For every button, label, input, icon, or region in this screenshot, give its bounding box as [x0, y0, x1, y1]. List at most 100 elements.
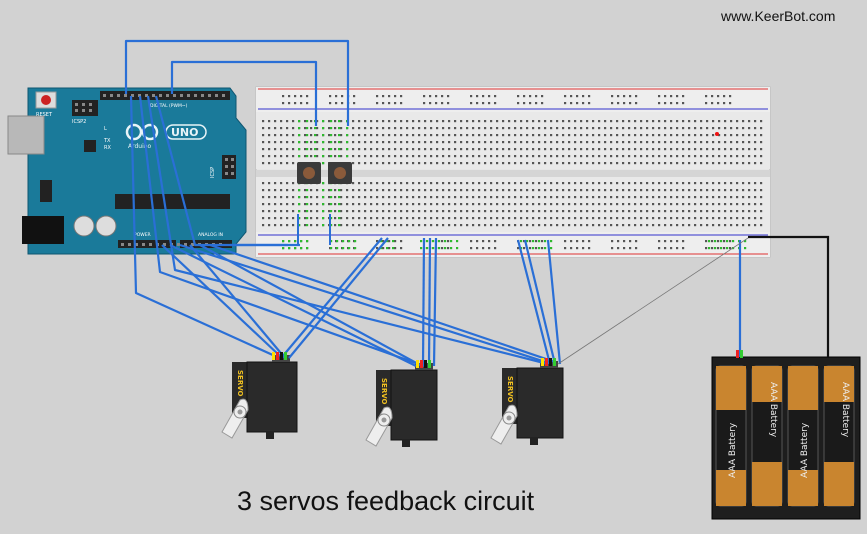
- breadboard-hole: [628, 203, 631, 206]
- breadboard-hole: [406, 155, 409, 158]
- breadboard-hole: [322, 127, 325, 130]
- breadboard-hole: [720, 240, 723, 243]
- breadboard-hole: [535, 102, 538, 105]
- breadboard-hole: [268, 162, 271, 165]
- breadboard-hole: [694, 134, 697, 137]
- breadboard-hole: [330, 120, 333, 123]
- breadboard-hole: [700, 224, 703, 227]
- wire-bb4: [427, 237, 432, 367]
- breadboard-hole: [742, 196, 745, 199]
- breadboard-hole: [484, 155, 487, 158]
- breadboard-hole: [426, 247, 429, 250]
- breadboard-hole: [508, 196, 511, 199]
- breadboard-hole: [760, 155, 763, 158]
- breadboard-hole: [442, 162, 445, 165]
- breadboard-hole: [598, 141, 601, 144]
- reset-label: RESET: [36, 112, 53, 118]
- breadboard-hole: [335, 95, 338, 98]
- breadboard-hole: [535, 247, 538, 250]
- breadboard-hole: [556, 141, 559, 144]
- breadboard-hole: [646, 189, 649, 192]
- breadboard-hole: [346, 155, 349, 158]
- breadboard-hole: [328, 141, 331, 144]
- pushbutton-1: [297, 162, 321, 184]
- breadboard-hole: [706, 224, 709, 227]
- servo-label: SERVO: [380, 378, 388, 405]
- breadboard-hole: [535, 95, 538, 98]
- breadboard-hole: [570, 102, 573, 105]
- breadboard-hole: [262, 217, 265, 220]
- breadboard-hole: [712, 217, 715, 220]
- breadboard-hole: [574, 127, 577, 130]
- breadboard-hole: [526, 240, 529, 243]
- breadboard-hole: [706, 162, 709, 165]
- breadboard-hole: [520, 210, 523, 213]
- breadboard-hole: [352, 148, 355, 151]
- breadboard-hole: [430, 203, 433, 206]
- breadboard-hole: [294, 102, 297, 105]
- breadboard-hole: [292, 148, 295, 151]
- breadboard-hole: [448, 196, 451, 199]
- breadboard-hole: [688, 162, 691, 165]
- breadboard-hole: [592, 217, 595, 220]
- breadboard-hole: [330, 155, 333, 158]
- breadboard-hole: [748, 182, 751, 185]
- breadboard-hole: [742, 217, 745, 220]
- breadboard-hole: [754, 182, 757, 185]
- header-pin: [110, 94, 113, 97]
- breadboard-hole: [460, 120, 463, 123]
- breadboard-hole: [646, 217, 649, 220]
- breadboard-hole: [616, 189, 619, 192]
- breadboard-hole: [634, 217, 637, 220]
- breadboard-hole: [406, 162, 409, 165]
- breadboard-hole: [382, 95, 385, 98]
- breadboard-hole: [754, 203, 757, 206]
- breadboard-hole: [670, 162, 673, 165]
- breadboard-hole: [282, 95, 285, 98]
- breadboard-hole: [432, 247, 435, 250]
- battery-cell-3: AAA Battery: [787, 365, 819, 507]
- breadboard-hole: [394, 217, 397, 220]
- breadboard-hole: [298, 155, 301, 158]
- breadboard-hole: [556, 217, 559, 220]
- breadboard-hole: [286, 127, 289, 130]
- breadboard-hole: [622, 210, 625, 213]
- breadboard-hole: [304, 224, 307, 227]
- breadboard-hole: [640, 120, 643, 123]
- breadboard-hole: [688, 141, 691, 144]
- breadboard-hole: [400, 127, 403, 130]
- breadboard-hole: [406, 141, 409, 144]
- breadboard-hole: [418, 203, 421, 206]
- breadboard-hole: [610, 224, 613, 227]
- breadboard-hole: [448, 182, 451, 185]
- breadboard-hole: [274, 162, 277, 165]
- breadboard-hole: [508, 217, 511, 220]
- breadboard-hole: [562, 196, 565, 199]
- breadboard-hole: [490, 155, 493, 158]
- breadboard-hole: [532, 217, 535, 220]
- breadboard-hole: [682, 155, 685, 158]
- breadboard-hole: [730, 120, 733, 123]
- breadboard-hole: [532, 196, 535, 199]
- breadboard-hole: [442, 182, 445, 185]
- breadboard-hole: [604, 148, 607, 151]
- breadboard-hole: [556, 148, 559, 151]
- battery-label: AAA Battery: [800, 422, 810, 478]
- breadboard-hole: [484, 120, 487, 123]
- breadboard-hole: [478, 120, 481, 123]
- breadboard-hole: [294, 247, 297, 250]
- breadboard-hole: [617, 240, 620, 243]
- breadboard-hole: [646, 120, 649, 123]
- breadboard-hole: [353, 102, 356, 105]
- breadboard-hole: [496, 217, 499, 220]
- breadboard-hole: [730, 224, 733, 227]
- breadboard-hole: [538, 120, 541, 123]
- breadboard-hole: [592, 127, 595, 130]
- breadboard-hole: [304, 148, 307, 151]
- breadboard-hole: [676, 148, 679, 151]
- breadboard-hole: [688, 155, 691, 158]
- breadboard-hole: [478, 210, 481, 213]
- breadboard-hole: [268, 120, 271, 123]
- breadboard-hole: [470, 102, 473, 105]
- breadboard-hole: [712, 182, 715, 185]
